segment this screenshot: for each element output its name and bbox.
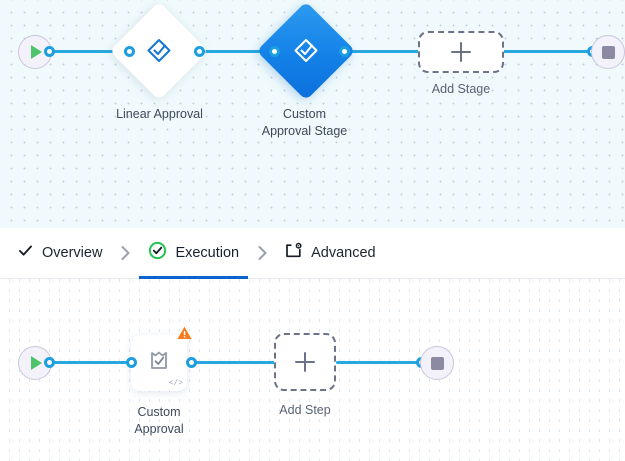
port-step-start-out[interactable] — [44, 357, 55, 368]
port-start-out[interactable] — [44, 46, 55, 57]
tab-execution-label: Execution — [175, 245, 240, 261]
add-step-button[interactable] — [274, 333, 336, 391]
tab-advanced-label: Advanced — [311, 245, 376, 261]
stop-icon — [601, 45, 615, 59]
edge-custom-to-add-step — [190, 361, 275, 364]
approval-diamond-icon — [291, 36, 321, 66]
step-label-custom-approval: Custom Approval — [134, 405, 184, 436]
edge-linear-to-custom — [198, 50, 273, 53]
stage-label-custom-approval: Custom Approval Stage — [261, 107, 348, 138]
tab-execution[interactable]: Execution — [139, 228, 248, 279]
edge-step-start-to-custom — [48, 361, 130, 364]
step-end-node[interactable] — [420, 346, 454, 380]
add-step-label: Add Step — [279, 403, 331, 417]
stage-label-linear-approval: Linear Approval — [116, 107, 203, 121]
step-flow-canvas[interactable]: </> Custom Approval Add Step — [0, 279, 625, 461]
tab-overview[interactable]: Overview — [17, 228, 102, 279]
port-custom-in[interactable] — [269, 46, 280, 57]
add-stage-button[interactable] — [418, 31, 504, 73]
play-icon — [31, 356, 42, 370]
stage-flow-canvas[interactable]: Linear Approval Custom Approval Stage Ad… — [0, 0, 625, 228]
edge-start-to-linear — [48, 50, 128, 53]
settings-box-icon — [285, 242, 303, 265]
code-icon: </> — [168, 379, 183, 388]
warning-icon — [176, 325, 193, 346]
step-start-node[interactable] — [18, 346, 52, 380]
approval-diamond-icon — [144, 36, 174, 66]
tab-separator-2 — [239, 245, 285, 261]
check-circle-icon — [148, 241, 167, 265]
step-node-custom-approval[interactable]: </> — [131, 326, 192, 391]
check-icon — [17, 242, 34, 264]
plus-icon-bar — [451, 51, 471, 53]
port-step-custom-out[interactable] — [186, 357, 197, 368]
stage-end-node[interactable] — [591, 35, 625, 69]
plus-icon-bar — [295, 361, 315, 363]
tab-overview-label: Overview — [42, 245, 103, 261]
tab-advanced[interactable]: Advanced — [285, 228, 376, 279]
play-icon — [31, 45, 42, 59]
approval-doc-icon — [144, 346, 174, 381]
port-custom-out[interactable] — [339, 46, 350, 57]
workflow-tabbar: Overview Execution — [0, 228, 625, 279]
add-stage-label: Add Stage — [431, 82, 491, 96]
edge-add-step-to-end — [336, 361, 420, 364]
stage-node-custom-approval[interactable] — [256, 1, 356, 101]
port-step-custom-in[interactable] — [126, 357, 137, 368]
tab-separator-1 — [102, 245, 148, 261]
stage-node-linear-approval[interactable] — [109, 1, 209, 101]
stop-icon — [430, 356, 444, 370]
edge-custom-to-add — [340, 50, 420, 53]
port-linear-in[interactable] — [124, 46, 135, 57]
port-linear-out[interactable] — [194, 46, 205, 57]
edge-add-to-end — [503, 50, 591, 53]
